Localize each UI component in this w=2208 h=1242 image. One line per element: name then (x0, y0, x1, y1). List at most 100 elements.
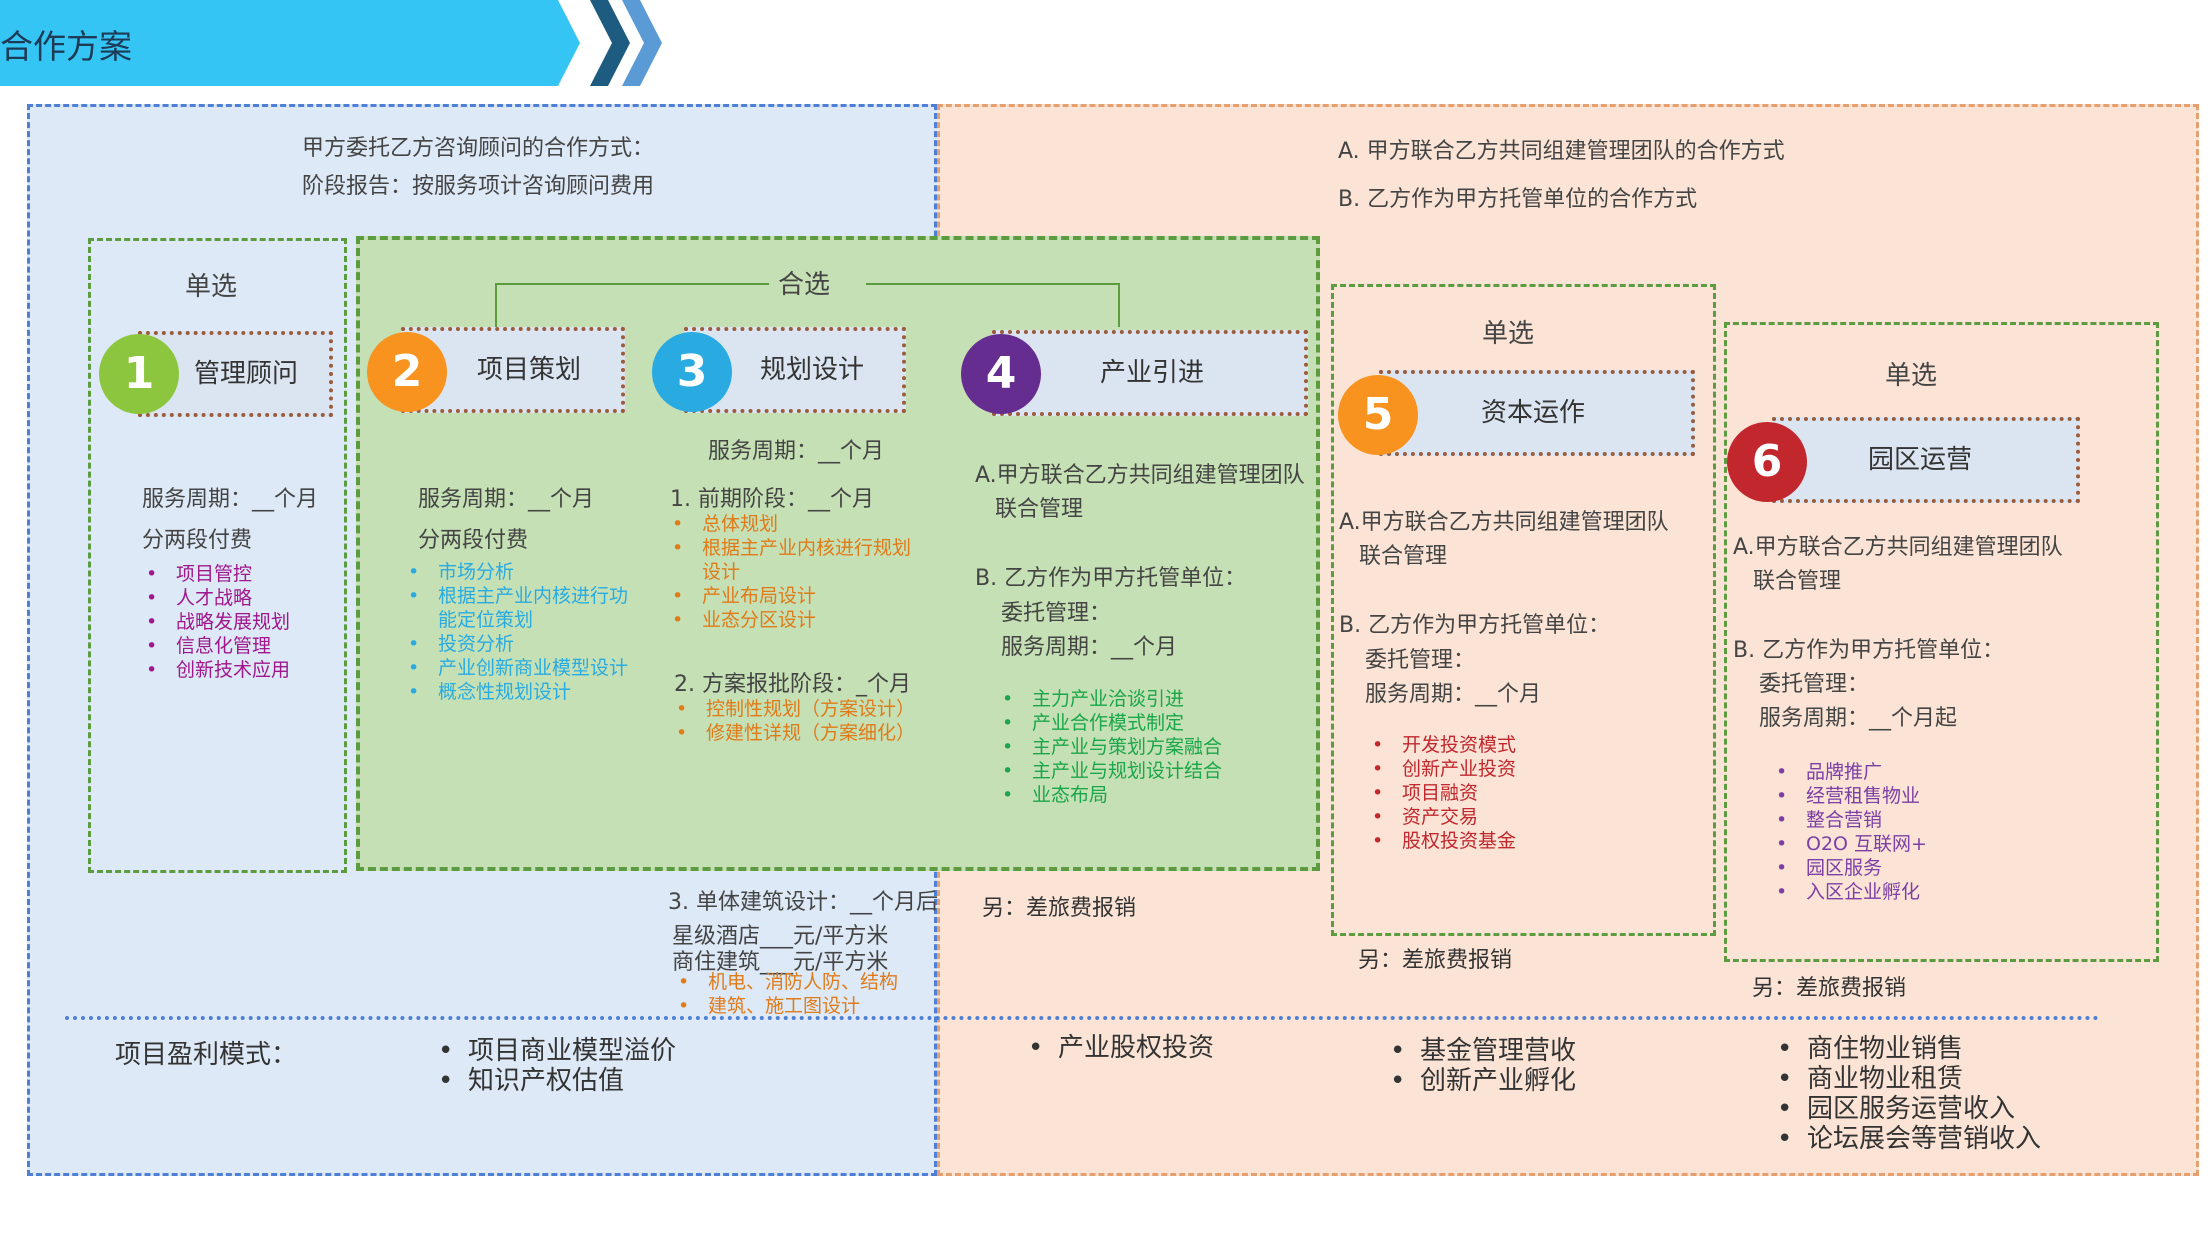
consulting-mode-title: 甲方委托乙方咨询顾问的合作方式： (302, 136, 655, 161)
s5-mode-a-desc: 联合管理 (1359, 544, 1448, 569)
s6-mode-b: B. 乙方作为甲方托管单位： (1733, 638, 2005, 663)
chevron-icon (590, 0, 630, 86)
s4-mode-b-desc: 委托管理： (1001, 601, 1112, 626)
list-item: •根据主产业内核进行功 (408, 585, 629, 607)
s5-mode-a: A.甲方联合乙方共同组建管理团队 (1339, 510, 1669, 535)
list-item: •项目融资 (1372, 782, 1479, 804)
profit-col-1: •项目商业模型溢价 •知识产权估值 (438, 1036, 677, 1096)
s2-period: 服务周期：__个月 (418, 487, 595, 512)
profit-col-4: •商住物业销售 •商业物业租赁 •园区服务运营收入 •论坛展会等营销收入 (1777, 1034, 2042, 1154)
list-item: •总体规划 (672, 513, 779, 535)
list-item: •修建性详规（方案细化） (676, 722, 916, 744)
header-banner (0, 0, 580, 86)
list-item: •产业合作模式制定 (1002, 712, 1185, 734)
s6-mode-b-desc: 委托管理： (1759, 672, 1870, 697)
list-item: •主产业与策划方案融合 (1002, 736, 1223, 758)
s1-items: •项目管控 •人才战略 •战略发展规划 •信息化管理 •创新技术应用 (146, 562, 291, 682)
list-item: •建筑、施工图设计 (678, 995, 861, 1017)
s4-mode-a: A.甲方联合乙方共同组建管理团队 (975, 463, 1305, 488)
s5-travel-note: 另：差旅费报销 (1358, 948, 1513, 973)
s4-mode-a-desc: 联合管理 (995, 497, 1084, 522)
s4-items: •主力产业洽谈引进 •产业合作模式制定 •主产业与策划方案融合 •主产业与规划设… (1002, 687, 1223, 807)
list-item: •主力产业洽谈引进 (1002, 688, 1185, 710)
single-select-box-1 (88, 238, 347, 873)
s3-phase3-items: •机电、消防人防、结构 •建筑、施工图设计 (678, 970, 899, 1018)
s6-items: •品牌推广 •经营租售物业 •整合营销 •O2O 互联网+ •园区服务 •入区企… (1776, 760, 1927, 904)
number-badge-3: 3 (652, 332, 732, 412)
connector-line (866, 283, 1120, 327)
list-item: •开发投资模式 (1372, 734, 1517, 756)
service-name: 资本运作 (1481, 398, 1586, 428)
service-name: 产业引进 (1100, 358, 1205, 388)
list-item: •项目管控 (146, 563, 253, 585)
list-item: •产业布局设计 (672, 585, 817, 607)
service-name: 项目策划 (477, 355, 582, 385)
s4-mode-b: B. 乙方作为甲方托管单位： (975, 566, 1247, 591)
s5-items: •开发投资模式 •创新产业投资 •项目融资 •资产交易 •股权投资基金 (1372, 733, 1517, 853)
single-select-label-5: 单选 (1482, 319, 1535, 349)
s3-phase2-items: •控制性规划（方案设计） •修建性详规（方案细化） (676, 697, 916, 745)
s5-mode-b-desc: 委托管理： (1365, 648, 1476, 673)
s3-phase1-items: •总体规划 •根据主产业内核进行规划 设计 •产业布局设计 •业态分区设计 (672, 512, 911, 632)
list-item: •人才战略 (146, 587, 253, 609)
list-item: •业态布局 (1002, 784, 1109, 806)
number-badge-1: 1 (99, 334, 179, 414)
list-item: •项目商业模型溢价 (438, 1036, 677, 1066)
number-badge-2: 2 (367, 332, 447, 412)
list-item: •经营租售物业 (1776, 785, 1921, 807)
s4-period: 服务周期：__个月 (1001, 635, 1178, 660)
s5-mode-b: B. 乙方作为甲方托管单位： (1339, 613, 1611, 638)
profit-divider (65, 1016, 2100, 1020)
s1-payment: 分两段付费 (142, 528, 253, 553)
page-title: 合作方案 (0, 27, 132, 66)
single-select-box-5 (1331, 284, 1716, 936)
mode-a-title: A. 甲方联合乙方共同组建管理团队的合作方式 (1338, 139, 1785, 164)
list-item: •园区服务运营收入 (1777, 1094, 2016, 1124)
list-item: •创新产业投资 (1372, 758, 1517, 780)
mode-b-title: B. 乙方作为甲方托管单位的合作方式 (1338, 187, 1698, 212)
list-item: •机电、消防人防、结构 (678, 971, 899, 993)
list-item: •入区企业孵化 (1776, 881, 1921, 903)
list-item: 设计 (702, 561, 741, 583)
list-item: •知识产权估值 (438, 1066, 625, 1096)
combined-select-label: 合选 (778, 270, 831, 300)
list-item: •业态分区设计 (672, 609, 817, 631)
list-item: •O2O 互联网+ (1776, 833, 1927, 855)
list-item: •投资分析 (408, 633, 515, 655)
list-item: 能定位策划 (438, 609, 534, 631)
connector-line (495, 283, 769, 327)
list-item: •控制性规划（方案设计） (676, 698, 916, 720)
profit-col-3: •基金管理营收 •创新产业孵化 (1390, 1036, 1577, 1096)
consulting-mode-desc: 阶段报告：按服务项计咨询顾问费用 (302, 174, 655, 199)
s6-mode-a: A.甲方联合乙方共同组建管理团队 (1733, 535, 2063, 560)
number-badge-4: 4 (961, 334, 1041, 414)
s6-period: 服务周期：__个月起 (1759, 706, 1958, 731)
s4-travel-note: 另：差旅费报销 (982, 896, 1137, 921)
s5-period: 服务周期：__个月 (1365, 682, 1542, 707)
single-select-label-6: 单选 (1885, 361, 1938, 391)
s3-period: 服务周期：__个月 (708, 439, 885, 464)
list-item: •论坛展会等营销收入 (1777, 1124, 2042, 1154)
list-item: •战略发展规划 (146, 611, 291, 633)
service-card-6[interactable]: 园区运营 (1772, 417, 2080, 503)
s3-phase1: 1. 前期阶段：__个月 (670, 487, 874, 512)
s3-price-hotel: 星级酒店___元/平方米 (672, 924, 889, 949)
list-item: •基金管理营收 (1390, 1036, 1577, 1066)
service-card-5[interactable]: 资本运作 (1379, 370, 1695, 456)
single-select-label-1: 单选 (185, 272, 238, 302)
profit-model-label: 项目盈利模式： (115, 1040, 298, 1070)
list-item: •创新技术应用 (146, 659, 291, 681)
list-item: •整合营销 (1776, 809, 1883, 831)
list-item: •品牌推广 (1776, 761, 1883, 783)
list-item: •资产交易 (1372, 806, 1479, 828)
list-item: •概念性规划设计 (408, 681, 572, 703)
service-card-4[interactable]: 产业引进 (992, 330, 1308, 416)
number-badge-6: 6 (1727, 422, 1807, 502)
s6-travel-note: 另：差旅费报销 (1752, 976, 1907, 1001)
list-item: •股权投资基金 (1372, 830, 1517, 852)
s3-phase2: 2. 方案报批阶段：_个月 (674, 672, 911, 697)
s3-phase3: 3. 单体建筑设计：__个月后 (668, 890, 938, 915)
list-item: •创新产业孵化 (1390, 1066, 1577, 1096)
list-item: •主产业与规划设计结合 (1002, 760, 1223, 782)
single-select-box-6 (1724, 322, 2159, 962)
